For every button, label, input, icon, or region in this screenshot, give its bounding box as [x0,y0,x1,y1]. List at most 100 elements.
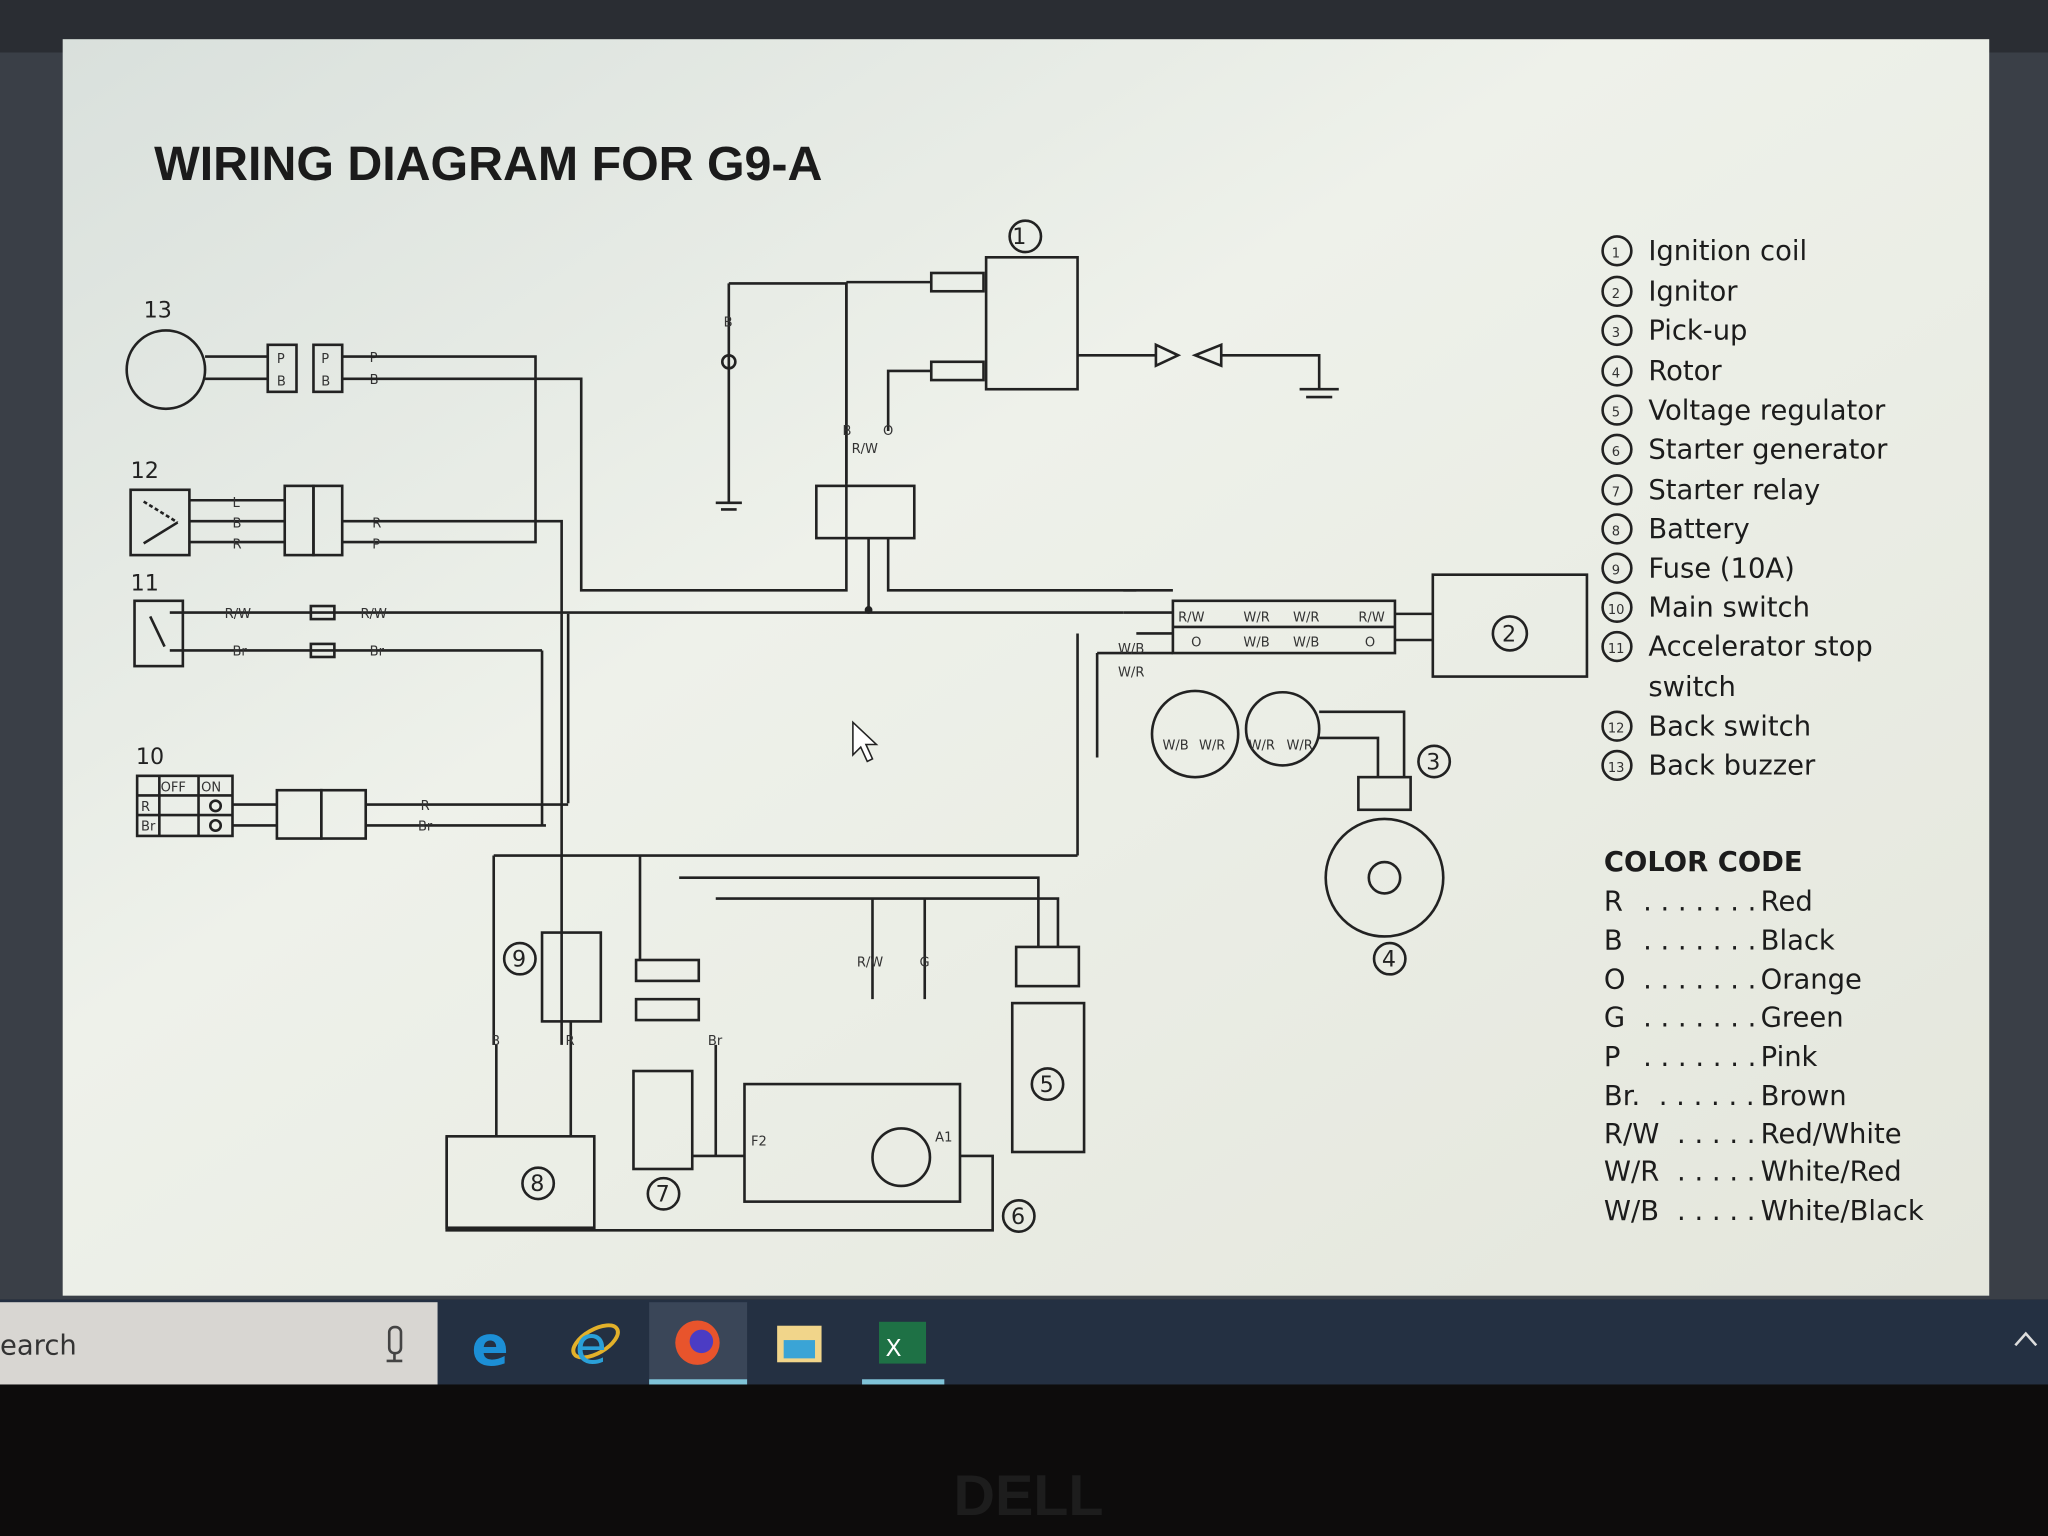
svg-text:G: G [920,956,930,971]
color-code-row: B. . . . . . .Black [1604,926,1835,957]
svg-text:6: 6 [1612,445,1620,460]
svg-text:Pick-up: Pick-up [1648,316,1747,347]
component-number-2: 2 [1502,621,1516,647]
component-number-5: 5 [1040,1072,1054,1098]
svg-text:Orange: Orange [1761,965,1862,996]
page-title: WIRING DIAGRAM FOR G9-A [154,137,822,191]
svg-text:L: L [232,496,240,511]
svg-text:W/R: W/R [1287,739,1313,754]
component-number-8: 8 [530,1171,544,1197]
svg-text:Black: Black [1761,926,1835,957]
svg-text:W/B: W/B [1293,636,1319,651]
svg-text:4: 4 [1612,366,1620,381]
svg-text:O: O [1191,636,1201,651]
excel-icon[interactable]: X [879,1321,927,1364]
back-buzzer: 13 PB PB PB [125,283,848,592]
color-code-row: W/R. . . . .White/Red [1604,1157,1902,1188]
svg-text:Red/White: Red/White [1761,1119,1902,1150]
search-input[interactable]: earch [0,1330,77,1361]
svg-text:Accelerator stop: Accelerator stop [1648,632,1872,663]
svg-text:W/R: W/R [1243,611,1269,626]
color-code-legend: COLOR CODE R. . . . . . .Red B. . . . . … [1604,847,1924,1227]
svg-text:Red: Red [1761,886,1813,917]
svg-text:R/W: R/W [360,607,386,622]
svg-text:R: R [566,1034,575,1049]
svg-text:P: P [370,351,378,366]
svg-text:W/B: W/B [1243,636,1269,651]
svg-text:P: P [1604,1042,1621,1073]
svg-text:Rotor: Rotor [1648,356,1722,387]
component-number-4: 4 [1382,947,1396,973]
svg-text:W/R: W/R [1118,666,1144,681]
svg-text:Voltage regulator: Voltage regulator [1648,395,1886,426]
microphone-icon[interactable] [386,1325,403,1363]
monitor-bezel [0,1384,2048,1536]
svg-text:. . . . . .: . . . . . . [1659,1081,1755,1112]
svg-text:. . . . .: . . . . . [1677,1196,1755,1227]
rotor: 4 [1324,817,1445,976]
component-number-9: 9 [512,947,526,973]
svg-text:W/R: W/R [1293,611,1319,626]
svg-text:OFF: OFF [161,781,186,796]
color-code-row: R/W. . . . .Red/White [1604,1119,1902,1150]
svg-text:F2: F2 [751,1134,767,1149]
svg-text:B: B [842,424,851,439]
svg-text:P: P [277,352,285,367]
svg-text:9: 9 [1612,564,1620,579]
search-box[interactable]: earch [0,1302,438,1385]
document-page [62,39,1990,1296]
svg-text:W/R: W/R [1199,739,1225,754]
svg-text:Brown: Brown [1761,1081,1847,1112]
svg-text:R: R [1604,886,1623,917]
color-code-row: R. . . . . . .Red [1604,886,1813,917]
svg-text:B: B [724,316,733,331]
svg-text:P: P [321,352,329,367]
svg-text:G: G [1604,1003,1625,1034]
svg-text:. . . . .: . . . . . [1677,1157,1755,1188]
show-hidden-icons-chevron-icon[interactable] [2014,1331,2038,1347]
color-code-row: Br.. . . . . .Brown [1604,1081,1847,1112]
svg-text:e: e [575,1317,607,1377]
svg-text:Ignition coil: Ignition coil [1648,236,1807,267]
svg-text:R: R [232,538,241,553]
svg-text:O: O [1365,636,1375,651]
svg-text:W/B: W/B [1118,642,1144,657]
internet-explorer-icon[interactable]: e [568,1317,623,1377]
svg-text:Br: Br [232,645,247,660]
svg-text:Fuse (10A): Fuse (10A) [1648,553,1795,584]
svg-text:11: 11 [1608,642,1625,657]
svg-text:. . . . . . .: . . . . . . . [1643,1042,1756,1073]
svg-text:Starter generator: Starter generator [1648,434,1888,465]
svg-text:R: R [372,517,381,532]
svg-text:O: O [1604,965,1626,996]
svg-text:R/W: R/W [225,607,251,622]
svg-text:ON: ON [201,781,221,796]
svg-text:switch: switch [1648,672,1736,703]
svg-text:. . . . .: . . . . . [1677,1119,1755,1150]
svg-text:R: R [421,799,430,814]
svg-text:W/R: W/R [1249,739,1275,754]
svg-text:12: 12 [1608,722,1625,737]
svg-text:B: B [232,517,241,532]
dell-logo: DELL [953,1464,1103,1528]
svg-text:Ignitor: Ignitor [1648,276,1738,307]
svg-text:B: B [370,373,379,388]
svg-text:Br: Br [708,1034,723,1049]
firefox-icon[interactable] [675,1320,720,1365]
file-explorer-icon[interactable] [777,1325,822,1363]
svg-text:Pink: Pink [1761,1042,1818,1073]
mouse-cursor-icon [852,720,879,763]
edge-icon[interactable]: e [472,1314,509,1378]
svg-text:O: O [883,424,893,439]
